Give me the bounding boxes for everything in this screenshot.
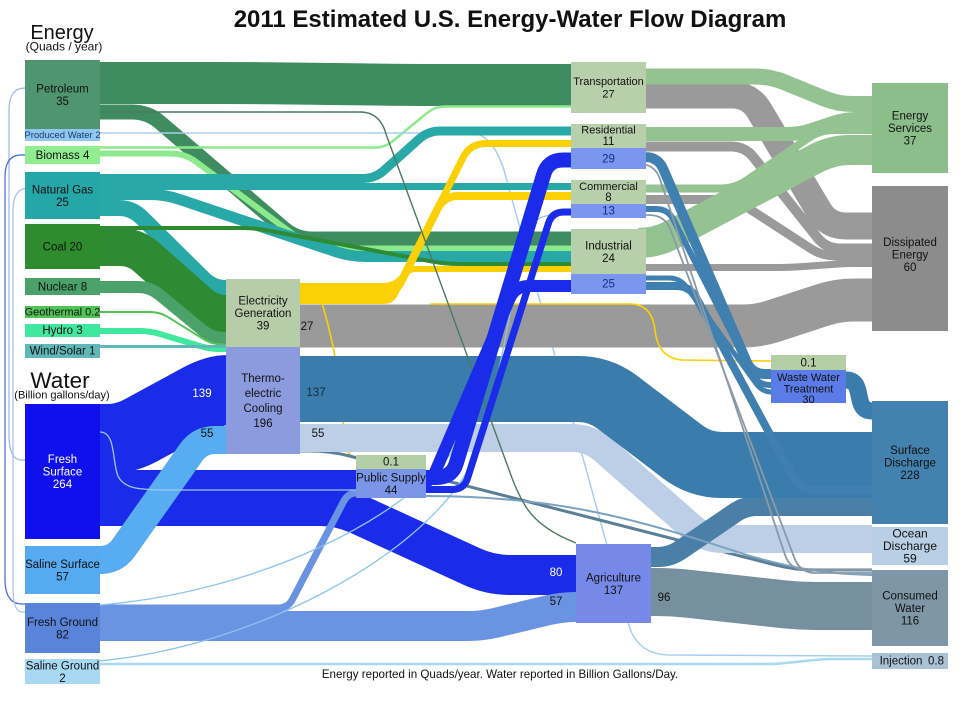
svg-text:13: 13 bbox=[602, 206, 615, 218]
svg-text:139: 139 bbox=[192, 388, 211, 400]
svg-text:25: 25 bbox=[602, 279, 615, 291]
svg-text:Wind/Solar 1: Wind/Solar 1 bbox=[30, 346, 96, 358]
svg-text:Commercial: Commercial bbox=[579, 181, 638, 193]
svg-text:Services: Services bbox=[888, 123, 932, 135]
svg-text:(Billion gallons/day): (Billion gallons/day) bbox=[14, 390, 109, 402]
svg-text:37: 37 bbox=[904, 136, 917, 148]
svg-text:0.8: 0.8 bbox=[928, 656, 944, 668]
svg-text:Energy: Energy bbox=[892, 111, 929, 123]
svg-text:39: 39 bbox=[257, 321, 270, 333]
svg-text:Industrial: Industrial bbox=[585, 240, 632, 252]
svg-text:25: 25 bbox=[56, 197, 69, 209]
svg-text:Energy: Energy bbox=[892, 250, 929, 262]
svg-text:Transportation: Transportation bbox=[573, 76, 644, 88]
svg-text:Ocean: Ocean bbox=[892, 527, 927, 541]
svg-text:55: 55 bbox=[312, 428, 325, 440]
svg-text:96: 96 bbox=[658, 592, 671, 604]
svg-text:Public Supply: Public Supply bbox=[356, 472, 426, 484]
svg-text:29: 29 bbox=[602, 154, 615, 166]
svg-text:80: 80 bbox=[550, 567, 563, 579]
svg-text:55: 55 bbox=[201, 428, 214, 440]
svg-text:60: 60 bbox=[904, 262, 917, 274]
svg-text:Agriculture: Agriculture bbox=[586, 572, 641, 584]
svg-text:Discharge: Discharge bbox=[884, 458, 936, 470]
svg-text:Saline Surface: Saline Surface bbox=[25, 559, 100, 571]
svg-text:116: 116 bbox=[901, 616, 919, 628]
svg-text:Water: Water bbox=[30, 368, 90, 393]
svg-text:Residential: Residential bbox=[581, 125, 635, 137]
svg-text:Water: Water bbox=[895, 603, 925, 615]
svg-text:electric: electric bbox=[245, 388, 282, 400]
svg-text:Petroleum: Petroleum bbox=[36, 83, 88, 95]
svg-text:Geothermal 0.2: Geothermal 0.2 bbox=[25, 307, 101, 319]
svg-text:Produced Water 2: Produced Water 2 bbox=[24, 130, 100, 141]
svg-text:30: 30 bbox=[802, 394, 814, 406]
svg-text:Fresh: Fresh bbox=[48, 454, 77, 466]
svg-text:Energy reported in Quads/year.: Energy reported in Quads/year. Water rep… bbox=[322, 668, 678, 681]
svg-text:Fresh Ground: Fresh Ground bbox=[27, 617, 98, 629]
svg-text:264: 264 bbox=[53, 479, 73, 491]
svg-text:24: 24 bbox=[602, 253, 615, 265]
svg-text:Cooling: Cooling bbox=[244, 403, 283, 415]
svg-text:57: 57 bbox=[550, 596, 563, 608]
svg-text:27: 27 bbox=[301, 321, 314, 333]
svg-text:57: 57 bbox=[56, 571, 69, 583]
svg-text:Generation: Generation bbox=[235, 308, 292, 320]
svg-text:Discharge: Discharge bbox=[883, 539, 937, 553]
svg-text:0.1: 0.1 bbox=[801, 358, 817, 370]
svg-text:Coal 20: Coal 20 bbox=[43, 242, 83, 254]
svg-text:Saline Ground: Saline Ground bbox=[26, 660, 100, 672]
svg-text:27: 27 bbox=[602, 89, 614, 101]
svg-text:228: 228 bbox=[900, 470, 919, 482]
svg-text:0.1: 0.1 bbox=[383, 457, 399, 469]
svg-text:35: 35 bbox=[56, 96, 69, 108]
svg-text:Injection: Injection bbox=[880, 656, 923, 668]
svg-text:Biomass 4: Biomass 4 bbox=[36, 150, 90, 162]
svg-text:(Quads / year): (Quads / year) bbox=[26, 40, 103, 54]
svg-text:Waste Water: Waste Water bbox=[777, 372, 840, 384]
svg-text:44: 44 bbox=[385, 485, 398, 497]
svg-text:8: 8 bbox=[605, 192, 611, 204]
svg-text:82: 82 bbox=[56, 629, 69, 641]
svg-text:11: 11 bbox=[603, 136, 615, 148]
svg-text:137: 137 bbox=[604, 585, 623, 597]
svg-text:Electricity: Electricity bbox=[238, 296, 287, 308]
svg-text:Surface: Surface bbox=[43, 467, 83, 479]
svg-text:196: 196 bbox=[253, 418, 272, 430]
svg-text:Nuclear 8: Nuclear 8 bbox=[38, 282, 87, 294]
svg-text:Natural Gas: Natural Gas bbox=[32, 184, 94, 196]
svg-text:137: 137 bbox=[306, 387, 325, 399]
svg-text:Consumed: Consumed bbox=[882, 591, 938, 603]
svg-text:Treatment: Treatment bbox=[784, 384, 834, 396]
svg-text:Surface: Surface bbox=[890, 445, 930, 457]
svg-text:2: 2 bbox=[59, 673, 65, 685]
svg-text:Energy: Energy bbox=[30, 22, 93, 44]
svg-text:Dissipated: Dissipated bbox=[883, 237, 937, 249]
svg-text:2011 Estimated U.S. Energy-Wat: 2011 Estimated U.S. Energy-Water Flow Di… bbox=[234, 6, 787, 33]
svg-text:Hydro 3: Hydro 3 bbox=[42, 325, 82, 337]
svg-text:59: 59 bbox=[903, 552, 917, 566]
svg-text:Thermo-: Thermo- bbox=[241, 373, 285, 385]
